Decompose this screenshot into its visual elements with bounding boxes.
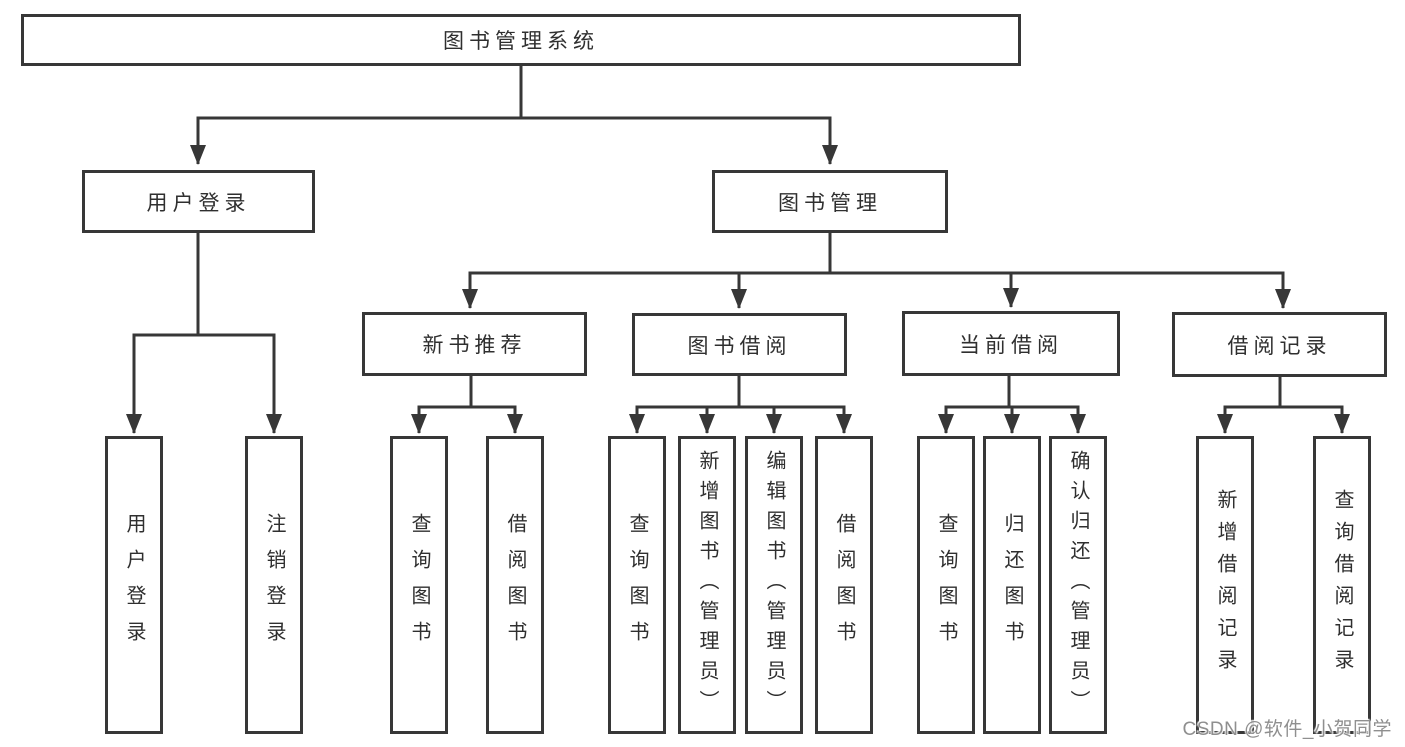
node-new-book-recommend-label: 新书推荐 [422, 334, 527, 357]
node-user-login-label: 用户登录 [146, 191, 251, 215]
leaf-borrow-books: 借阅图书 [815, 436, 873, 734]
node-borrow-records: 借阅记录 [1172, 312, 1387, 377]
leaf-confirm-return-admin-label: 确认归还（管理员） [1067, 450, 1089, 720]
leaf-query-books-current-label: 查询图书 [935, 513, 957, 657]
node-book-borrow-label: 图书借阅 [687, 334, 792, 358]
leaf-user-login: 用户登录 [105, 436, 163, 734]
leaf-edit-book-admin-label: 编辑图书（管理员） [763, 450, 785, 720]
leaf-borrow-books-label: 借阅图书 [833, 513, 855, 657]
leaf-query-books-recommend-label: 查询图书 [408, 513, 430, 657]
leaf-query-borrow-record: 查询借阅记录 [1313, 436, 1371, 734]
node-user-login: 用户登录 [82, 170, 315, 233]
leaf-return-books-label: 归还图书 [1001, 513, 1023, 657]
leaf-return-books: 归还图书 [983, 436, 1041, 734]
leaf-confirm-return-admin: 确认归还（管理员） [1049, 436, 1107, 734]
leaf-user-login-label: 用户登录 [123, 513, 145, 657]
node-root: 图书管理系统 [21, 14, 1021, 66]
leaf-logout-label: 注销登录 [263, 513, 285, 657]
node-book-management: 图书管理 [712, 170, 948, 233]
leaf-query-borrow-record-label: 查询借阅记录 [1331, 489, 1353, 681]
node-new-book-recommend: 新书推荐 [362, 312, 587, 376]
node-current-borrow: 当前借阅 [902, 311, 1120, 376]
node-root-label: 图书管理系统 [443, 30, 599, 53]
leaf-query-books-current: 查询图书 [917, 436, 975, 734]
leaf-query-books-recommend: 查询图书 [390, 436, 448, 734]
node-book-borrow: 图书借阅 [632, 313, 847, 376]
leaf-borrow-books-recommend: 借阅图书 [486, 436, 544, 734]
node-current-borrow-label: 当前借阅 [959, 333, 1063, 357]
csdn-watermark: CSDN @软件_小贺同学 [1182, 719, 1392, 740]
leaf-add-book-admin-label: 新增图书（管理员） [696, 450, 718, 720]
leaf-query-books-borrow-label: 查询图书 [626, 513, 648, 657]
leaf-borrow-books-recommend-label: 借阅图书 [504, 513, 526, 657]
leaf-edit-book-admin: 编辑图书（管理员） [745, 436, 803, 734]
leaf-logout: 注销登录 [245, 436, 303, 734]
node-book-management-label: 图书管理 [778, 191, 882, 215]
leaf-query-books-borrow: 查询图书 [608, 436, 666, 734]
node-borrow-records-label: 借阅记录 [1227, 334, 1332, 358]
leaf-add-borrow-record-label: 新增借阅记录 [1214, 489, 1236, 681]
leaf-add-borrow-record: 新增借阅记录 [1196, 436, 1254, 734]
leaf-add-book-admin: 新增图书（管理员） [678, 436, 736, 734]
